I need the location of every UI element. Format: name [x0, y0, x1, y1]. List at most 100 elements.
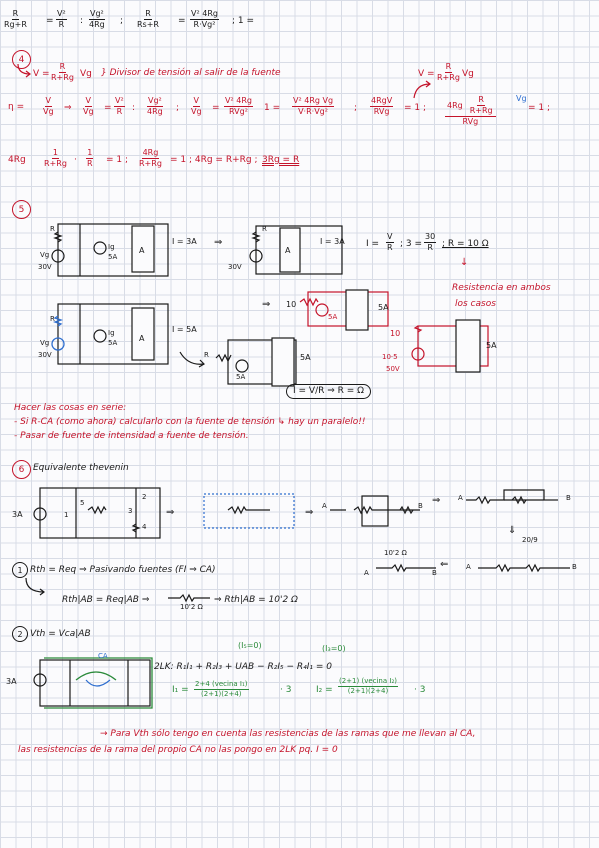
thevenin-r1: 1	[64, 511, 69, 519]
section-6-title: Equivalente thevenin	[33, 463, 129, 473]
circuit-2	[249, 225, 343, 275]
r3-final: 3Rg = R	[262, 155, 300, 165]
arrow-implies: ⇒	[166, 507, 175, 518]
i3-note: (I₃=0)	[322, 644, 346, 653]
step-1-number: 1	[12, 562, 28, 578]
equiv-r: 10'2 Ω	[384, 549, 407, 557]
c1-i: I = 3A	[172, 237, 197, 246]
step-1-resistor	[168, 593, 210, 603]
c3-vs: Vg	[40, 339, 50, 347]
c3-a: A	[139, 334, 145, 343]
separator: ;	[120, 16, 124, 26]
c4-r: 10	[286, 300, 297, 309]
thevenin-step-3	[466, 489, 558, 505]
arrow-icon	[179, 351, 205, 368]
c3-v: 30V	[38, 351, 52, 359]
c5-i: 5A	[300, 353, 311, 362]
thevenin-r3: 3	[128, 507, 133, 515]
section-6-number: 6	[12, 460, 31, 479]
thevenin-r5: 5	[80, 499, 85, 507]
arrow-implies: ⇒	[262, 299, 271, 310]
step-1-title: Rth = Req ⇒ Pasivando fuentes (FI ⇒ CA)	[30, 565, 216, 575]
kirchhoff-eq: 2LK: R₁I₁ + R₂I₃ + UAB − R₂I₅ − R₄I₁ = 0	[154, 662, 332, 672]
c2-i: I = 3A	[320, 237, 345, 246]
c3-r: R	[50, 315, 55, 323]
thevenin-equiv	[376, 563, 436, 573]
colon: :	[132, 103, 136, 113]
arrow-implies: ⇒	[214, 237, 223, 248]
step-1-r: 10'2 Ω	[180, 603, 203, 611]
step3-b: B	[566, 494, 571, 502]
down-arrow-icon: ↓	[460, 257, 469, 268]
c5-ia: 5A	[236, 373, 246, 381]
i1-m: · 3	[280, 685, 292, 695]
i1-frac: 2+4 (vecina I₁)(2+1)(2+4)	[194, 680, 249, 698]
arrow-icon	[25, 577, 45, 596]
top-tail: ; 1 =	[232, 16, 255, 26]
c1-vs: Vg	[40, 251, 50, 259]
i1-label: I₁ =	[172, 685, 189, 695]
arrow-icon	[17, 63, 31, 78]
section-4-number: 4	[12, 50, 31, 69]
equals: =	[178, 16, 186, 26]
step4-a: A	[466, 563, 471, 571]
note-3: - Pasar de fuente de intensidad a fuente…	[14, 431, 249, 441]
note-1: Hacer las cosas en serie:	[14, 403, 127, 413]
thevenin-ca-circuit	[33, 657, 153, 709]
arrow-icon	[413, 80, 431, 99]
c1-ia: 5A	[108, 253, 118, 261]
one-equals: 1 =	[264, 103, 281, 113]
circuit-6	[411, 319, 489, 373]
circuit-4	[299, 289, 389, 331]
c1-ig: Ig	[108, 243, 115, 251]
ca-label: CA	[98, 652, 108, 660]
c3-ig: Ig	[108, 329, 115, 337]
separator: ;	[176, 103, 180, 113]
separator: ;	[354, 103, 358, 113]
divisor-note: } Divisor de tensión al salir de la fuen…	[101, 68, 281, 78]
step3-a: A	[458, 494, 463, 502]
ohm-law-box: I = V/R ⇒ R = Ω	[286, 384, 372, 399]
v-label: V =	[33, 69, 50, 79]
c1-v: 30V	[38, 263, 52, 271]
c1-a: A	[139, 246, 145, 255]
r3-a: 4Rg	[8, 155, 26, 165]
final-note-2: las resistencias de la rama del propio C…	[18, 745, 338, 755]
i5-note: (I₅=0)	[238, 641, 262, 650]
c1-r: R	[50, 225, 55, 233]
c6-r: 10	[390, 329, 401, 338]
ohm-eq-c: ; R = 10 Ω	[442, 239, 489, 249]
c6-i: 5A	[486, 341, 497, 350]
step-2-title: Vth = Vca|AB	[30, 629, 91, 639]
arrow-implies: ⇐	[440, 559, 449, 570]
res-note-1: Resistencia en ambos	[452, 283, 551, 293]
thevenin-passive	[203, 493, 295, 529]
circuit-3	[51, 303, 169, 365]
equals: =	[212, 103, 220, 113]
eq-end: = 1 ;	[528, 103, 551, 113]
step4-b: B	[572, 563, 577, 571]
colon: :	[80, 16, 84, 26]
step-2-number: 2	[12, 626, 28, 642]
c2-r: R	[262, 225, 267, 233]
step2-a: A	[322, 502, 327, 510]
ca-ia: 3A	[6, 677, 17, 686]
res-note-2: los casos	[455, 299, 496, 309]
circuit-1	[51, 223, 169, 277]
down-arrow-icon: ⇓	[508, 525, 517, 536]
c6-v: 50V	[386, 365, 400, 373]
c5-r: R	[204, 351, 209, 359]
